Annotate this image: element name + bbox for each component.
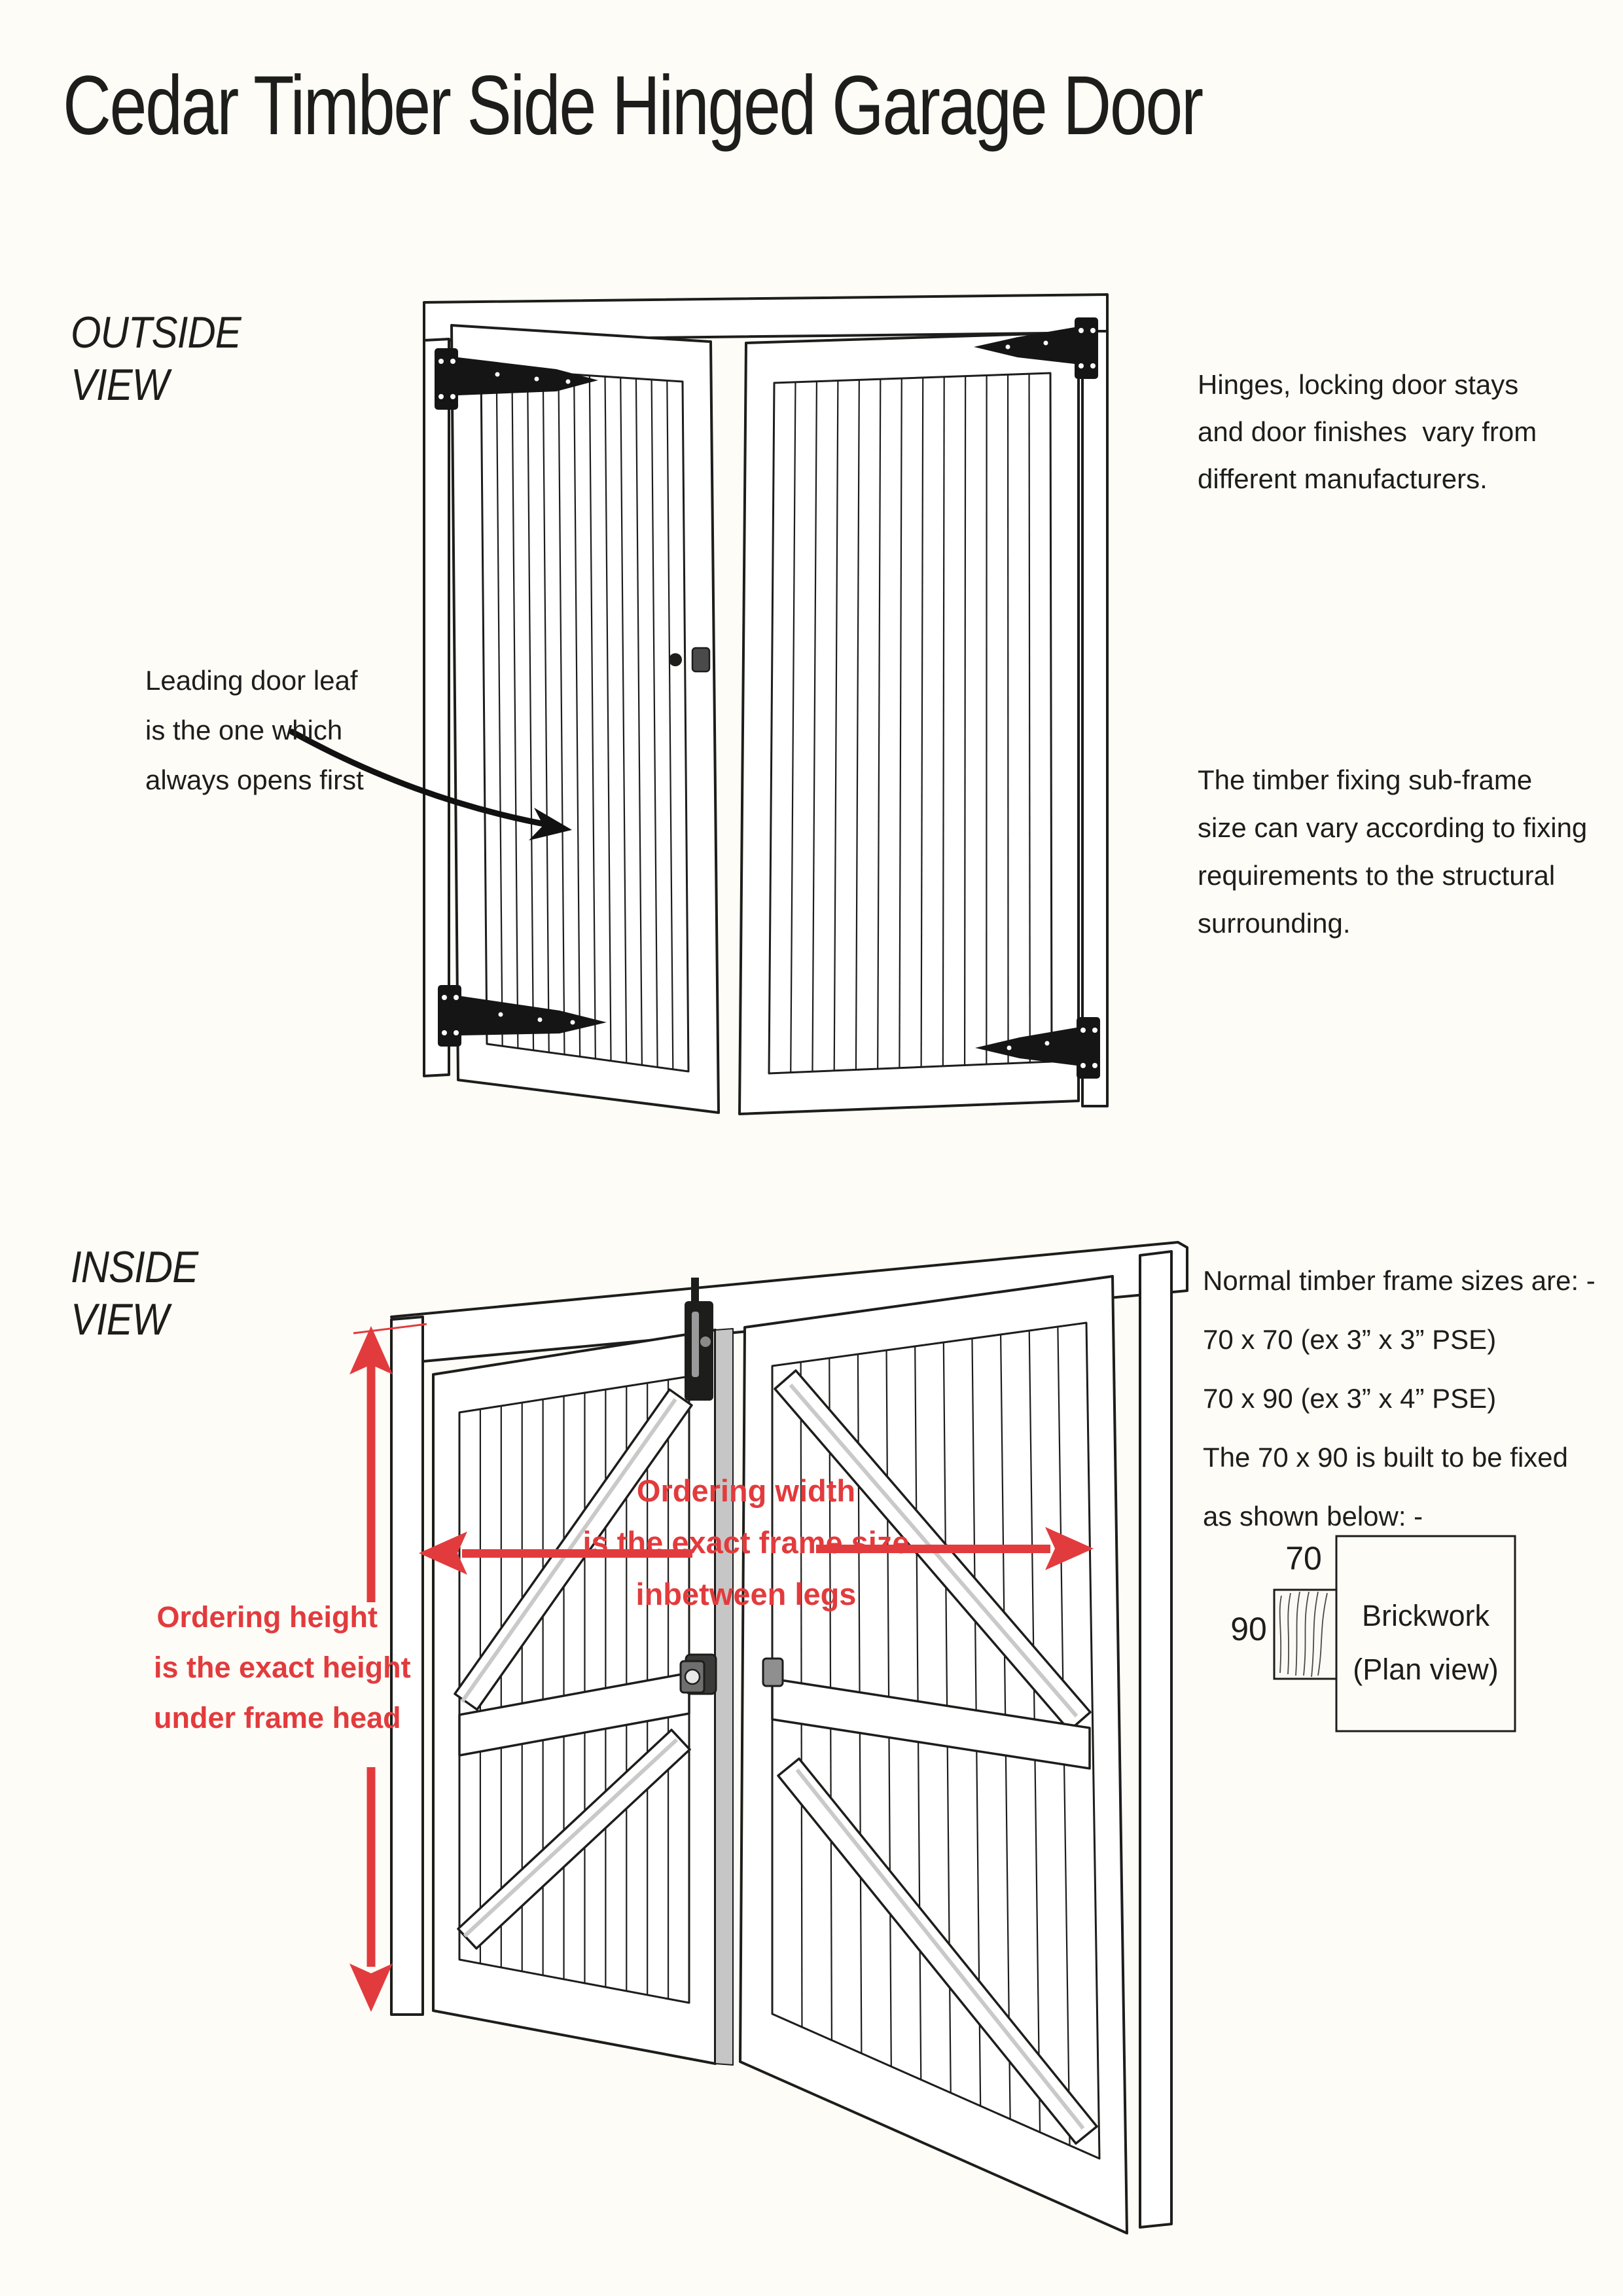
frame-sizes-note-line4: The 70 x 90 is built to be fixed xyxy=(1203,1442,1568,1473)
outside-left-door-boards xyxy=(495,369,674,1069)
brickwork-label-line2: (Plan view) xyxy=(1353,1653,1499,1686)
subframe-note-line2: size can vary according to fixing xyxy=(1198,812,1588,843)
board-line xyxy=(855,380,860,1070)
inside-right-door-panel-edge xyxy=(771,1321,1101,2160)
hinges-note-line2: and door finishes vary from xyxy=(1198,416,1537,447)
outside-view-label-line1: OUTSIDE xyxy=(71,308,241,357)
outside-view-label-line2: VIEW xyxy=(71,360,169,410)
leading-leaf-note-line1: Leading door leaf xyxy=(145,665,358,696)
frame-sizes-note-line3: 70 x 90 (ex 3” x 4” PSE) xyxy=(1203,1383,1497,1414)
lock-icon xyxy=(679,1653,717,1695)
board-line xyxy=(1028,374,1031,1063)
outside-frame-right-leg xyxy=(1081,330,1109,1107)
plan-detail-drawing xyxy=(1273,1535,1516,1732)
leading-leaf-note: Leading door leaf is the one which alway… xyxy=(145,656,364,805)
ordering-height-line1: Ordering height xyxy=(156,1600,378,1634)
hinges-note-line3: different manufacturers. xyxy=(1198,463,1488,494)
hinges-note-line1: Hinges, locking door stays xyxy=(1198,369,1519,400)
plan-dim-90: 90 xyxy=(1230,1611,1267,1647)
ordering-height-line2: is the exact height xyxy=(154,1651,411,1684)
ordering-width-line2: is the exact frame size xyxy=(582,1525,910,1560)
inside-left-middle-ledge xyxy=(458,1672,690,1757)
ordering-height-annotation: Ordering height is the exact height unde… xyxy=(154,1592,411,1743)
inside-view-drawing xyxy=(390,1241,1188,2234)
leading-leaf-arrow-icon xyxy=(289,728,572,840)
board-line xyxy=(526,371,535,1050)
outside-left-door-leaf xyxy=(450,324,720,1114)
board-line xyxy=(833,380,839,1071)
outside-left-door-panel-edge xyxy=(480,367,690,1073)
outside-view-label: OUTSIDE VIEW xyxy=(71,306,241,411)
board-line xyxy=(511,370,519,1049)
outside-right-door-boards xyxy=(790,374,1031,1073)
barrel-bolt-icon xyxy=(685,1278,713,1401)
board-line xyxy=(812,381,818,1072)
board-line xyxy=(635,378,643,1066)
inside-view-label: INSIDE VIEW xyxy=(71,1241,198,1346)
board-line xyxy=(573,374,581,1057)
ordering-width-arrow-icon xyxy=(419,1527,1094,1575)
subframe-note-line1: The timber fixing sub-frame xyxy=(1198,764,1533,795)
frame-sizes-note-line1: Normal timber frame sizes are: - xyxy=(1203,1265,1596,1296)
subframe-note-line3: requirements to the structural xyxy=(1198,860,1556,891)
board-line xyxy=(899,378,902,1068)
board-line xyxy=(542,372,550,1052)
ordering-height-line3: under frame head xyxy=(154,1701,401,1734)
brickwork-label: Brickwork (Plan view) xyxy=(1336,1589,1515,1696)
ordering-width-line1: Ordering width xyxy=(636,1473,856,1508)
board-line xyxy=(620,377,628,1064)
subframe-note-line4: surrounding. xyxy=(1198,908,1351,939)
inside-left-lower-brace xyxy=(457,1729,691,1950)
inside-view-label-line2: VIEW xyxy=(71,1295,169,1344)
board-line xyxy=(790,382,796,1073)
brickwork-rect xyxy=(1335,1535,1516,1732)
outside-view-drawing xyxy=(423,293,1109,1115)
board-line xyxy=(942,376,945,1066)
board-line xyxy=(920,377,924,1067)
frame-sizes-note-line5: as shown below: - xyxy=(1203,1501,1423,1532)
plan-dim-70: 70 xyxy=(1285,1540,1322,1577)
frame-sizes-note: Normal timber frame sizes are: - 70 x 70… xyxy=(1203,1251,1596,1546)
board-line xyxy=(558,373,565,1055)
board-line xyxy=(588,375,596,1059)
inside-left-door-panel-edge xyxy=(458,1375,690,2004)
outside-frame-left-leg xyxy=(423,338,450,1077)
board-line xyxy=(604,376,612,1061)
meeting-stile-edge xyxy=(715,1328,734,2066)
inside-view-label-line1: INSIDE xyxy=(71,1242,198,1292)
leading-leaf-note-line3: always opens first xyxy=(145,764,364,795)
door-knob-icon xyxy=(669,653,682,666)
ordering-width-line3: inbetween legs xyxy=(635,1577,857,1611)
t-hinge-icon-top-left xyxy=(435,348,598,410)
outside-right-door-leaf xyxy=(738,331,1080,1115)
brickwork-label-line1: Brickwork xyxy=(1361,1599,1489,1632)
subframe-note: The timber fixing sub-frame size can var… xyxy=(1198,756,1587,947)
t-hinge-icon-top-right xyxy=(974,317,1098,379)
inside-frame-left-leg xyxy=(390,1316,424,2016)
board-line xyxy=(495,369,503,1047)
t-hinge-icon-bottom-right xyxy=(975,1017,1100,1079)
lock-keep-icon xyxy=(762,1657,784,1687)
board-line xyxy=(877,379,882,1069)
ordering-height-arrow-icon xyxy=(349,1323,427,2012)
board-line xyxy=(666,380,674,1069)
hinges-note: Hinges, locking door stays and door fini… xyxy=(1198,361,1537,503)
board-line xyxy=(651,379,658,1067)
t-hinge-icon-bottom-left xyxy=(438,985,607,1047)
door-latch-plate-icon xyxy=(691,647,711,673)
leading-leaf-note-line2: is the one which xyxy=(145,715,343,745)
wood-grain-icon xyxy=(1279,1591,1328,1677)
inside-right-middle-ledge xyxy=(771,1677,1091,1770)
inside-right-door-leaf xyxy=(739,1275,1128,2234)
page-title: Cedar Timber Side Hinged Garage Door xyxy=(63,59,1204,152)
frame-sizes-note-line2: 70 x 70 (ex 3” x 3” PSE) xyxy=(1203,1324,1497,1355)
ordering-width-annotation: Ordering width is the exact frame size i… xyxy=(524,1465,969,1620)
inside-frame-right-leg xyxy=(1139,1250,1173,2229)
